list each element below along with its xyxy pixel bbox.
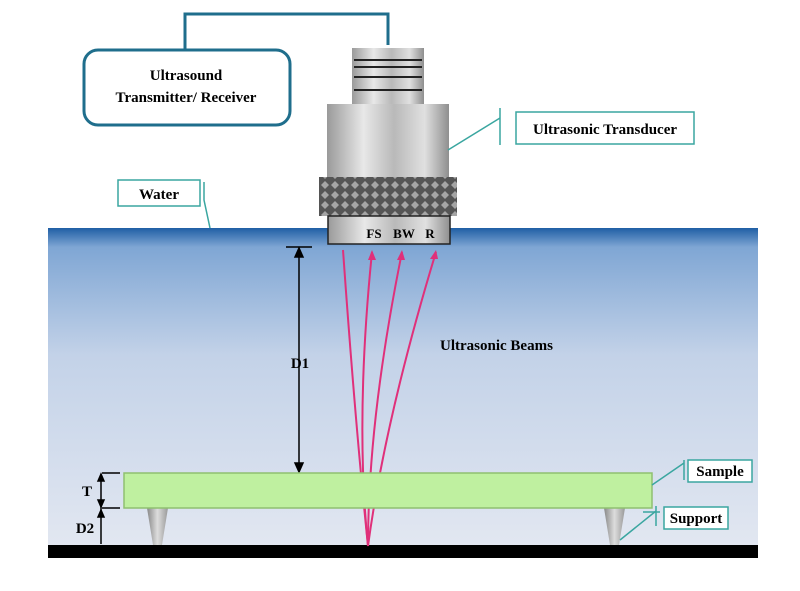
support-label-box (663, 506, 729, 530)
sample-label-box (687, 459, 753, 483)
face-label-bw: BW (393, 226, 415, 241)
face-label-fs: FS (366, 226, 381, 241)
transducer-callout-line (447, 108, 501, 151)
transducer-label: Ultrasonic Transducer (533, 122, 677, 138)
sample (123, 472, 653, 509)
water-label: Water (139, 187, 179, 203)
sample-label: Sample (696, 464, 744, 480)
floor (48, 545, 758, 558)
beams-label: Ultrasonic Beams (440, 338, 553, 354)
d2-label: D2 (76, 521, 94, 537)
sample-callout-line (643, 460, 685, 513)
water-label-box (117, 179, 201, 207)
support-callout-line (619, 506, 657, 541)
support-label: Support (670, 511, 723, 527)
water-callout-line (203, 182, 211, 229)
ultrasonic-beams (342, 249, 438, 547)
d1-dimension (286, 246, 312, 474)
support-left (147, 508, 168, 545)
device-label-line1: Ultrasound (150, 68, 223, 84)
support-right (604, 508, 625, 545)
ultrasound-transmitter-receiver: Ultrasound Transmitter/ Receiver (82, 48, 292, 127)
cable (183, 12, 390, 52)
face-label-r: R (425, 226, 435, 241)
t-d2-dimension (96, 472, 120, 544)
device-label-line2: Transmitter/ Receiver (116, 90, 257, 106)
transducer-label-box (515, 111, 695, 145)
t-label: T (82, 484, 92, 500)
ultrasonic-transducer: FS BW R (319, 48, 457, 245)
d1-label: D1 (291, 356, 309, 372)
